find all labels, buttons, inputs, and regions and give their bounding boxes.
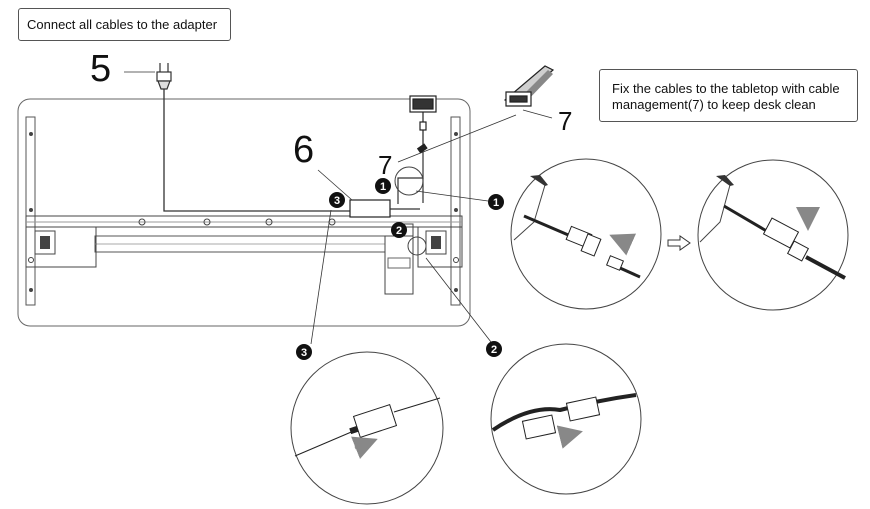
leader-three bbox=[310, 209, 332, 345]
power-plug-icon bbox=[156, 63, 172, 90]
cable-tie-icon bbox=[503, 65, 555, 107]
marker-one-desk: 1 bbox=[375, 178, 391, 194]
leader-two bbox=[425, 257, 492, 343]
label-plug-number: 5 bbox=[90, 48, 111, 90]
marker-two-detail: 2 bbox=[486, 341, 502, 357]
label-tie-desk-number: 7 bbox=[378, 150, 392, 180]
marker-three-desk: 3 bbox=[329, 192, 345, 208]
cable-tie-icon bbox=[416, 143, 428, 154]
svg-text:3: 3 bbox=[301, 347, 307, 359]
plug-cable bbox=[163, 89, 350, 212]
detail-circle-two bbox=[407, 236, 427, 256]
instruction-title: Connect all cables to the adapter bbox=[27, 17, 218, 32]
svg-text:1: 1 bbox=[380, 181, 386, 193]
adapter-leader bbox=[317, 169, 353, 201]
arrow-right-icon bbox=[667, 235, 691, 251]
power-adapter bbox=[349, 199, 420, 218]
handset-cable bbox=[397, 145, 424, 204]
svg-text:2: 2 bbox=[396, 225, 402, 237]
tie-top-leader bbox=[522, 109, 553, 119]
marker-one-detail: 1 bbox=[488, 194, 504, 210]
marker-three-detail: 3 bbox=[296, 344, 312, 360]
label-tie-top-number: 7 bbox=[558, 106, 572, 136]
detail-adapter-plug bbox=[290, 351, 444, 505]
svg-text:3: 3 bbox=[334, 195, 340, 207]
cable-management-note: Fix the cables to the tabletop with cabl… bbox=[599, 69, 858, 122]
desk-frame bbox=[17, 98, 471, 327]
detail-inline-connectors bbox=[490, 343, 642, 495]
handset-controller bbox=[409, 95, 437, 145]
note-line-2: management(7) to keep desk clean bbox=[612, 97, 816, 112]
detail-circle-one bbox=[394, 166, 424, 196]
detail-connector-plugged bbox=[697, 159, 849, 311]
title-callout: Connect all cables to the adapter bbox=[18, 8, 231, 41]
detail-connector-unplugged bbox=[510, 158, 662, 310]
svg-text:2: 2 bbox=[491, 344, 497, 356]
leader-one bbox=[415, 190, 489, 202]
marker-two-desk: 2 bbox=[391, 222, 407, 238]
tie-desk-leader bbox=[397, 114, 517, 163]
label-adapter-number: 6 bbox=[293, 129, 314, 171]
note-line-1: Fix the cables to the tabletop with cabl… bbox=[612, 81, 840, 96]
svg-text:1: 1 bbox=[493, 197, 499, 209]
